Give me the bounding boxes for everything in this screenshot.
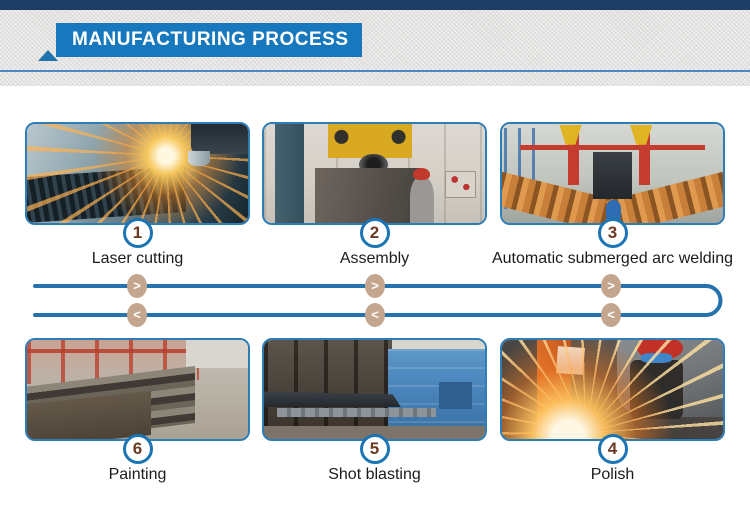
flux-hopper-right (630, 124, 653, 145)
step-label: Painting (108, 466, 167, 483)
step-cell-assembly: 2 Assembly (262, 122, 487, 267)
red-roof-beam (27, 348, 200, 353)
header-texture-band (0, 10, 750, 86)
step-number-badge: 3 (597, 218, 628, 248)
flux-hopper-left (559, 124, 582, 145)
step-label: Automatic submerged arc welding (491, 250, 733, 267)
step-label: Shot blasting (328, 466, 421, 483)
warehouse-background (264, 340, 393, 439)
forward-arrow-icon: > (127, 274, 147, 298)
step-cell-laser-cutting: 1 Laser cutting (25, 122, 250, 267)
step-cell-painting: 6 Painting (25, 338, 250, 483)
step-number-badge: 6 (122, 434, 153, 464)
worker-figure (605, 200, 622, 220)
red-gantry-beam (519, 144, 706, 150)
shot-blasting-photo (262, 338, 487, 441)
red-column-left (568, 127, 580, 186)
step-label: Laser cutting (91, 250, 184, 267)
factory-floor (264, 426, 485, 439)
steel-plate (314, 167, 421, 223)
forward-arrow-icon: > (365, 274, 385, 298)
flow-line (33, 284, 723, 317)
worker-helmet (413, 167, 430, 181)
painting-photo (25, 338, 250, 441)
flow-path (33, 284, 723, 317)
header-divider-line (0, 70, 750, 72)
step-number-badge: 5 (359, 434, 390, 464)
roller-conveyor (277, 408, 437, 418)
arc-welding-photo (500, 122, 725, 225)
process-flow-loop: > > > < < < (0, 270, 750, 330)
backward-arrow-icon: < (127, 303, 147, 327)
roof-strip (392, 340, 485, 352)
step-number-badge: 1 (122, 218, 153, 248)
control-box (445, 170, 476, 199)
assembly-photo (262, 122, 487, 225)
step-number-badge: 4 (597, 434, 628, 464)
grinding-glow (502, 340, 723, 439)
steel-column (275, 124, 304, 223)
laser-nozzle (188, 150, 211, 166)
laser-head (190, 124, 248, 154)
step-cell-arc-welding: 3 Automatic submerged arc welding (492, 122, 733, 267)
roof-light-area (186, 340, 248, 368)
step-label: Polish (590, 466, 635, 483)
backward-arrow-icon: < (365, 303, 385, 327)
laser-cutting-photo (25, 122, 250, 225)
polish-photo (500, 338, 725, 441)
forward-arrow-icon: > (601, 274, 621, 298)
backward-arrow-icon: < (601, 303, 621, 327)
yellow-clamp (328, 124, 413, 158)
step-cell-polish: 4 Polish (500, 338, 725, 483)
steel-beam (264, 391, 402, 408)
red-column-right (639, 127, 651, 186)
triangle-marker-icon (38, 50, 58, 61)
step-number-badge: 2 (359, 218, 390, 248)
welding-machine (592, 151, 633, 200)
worker-body (409, 176, 435, 223)
page-title: MANUFACTURING PROCESS (56, 23, 362, 57)
machine-panel (438, 381, 472, 410)
top-navy-bar (0, 0, 750, 10)
step-cell-shot-blasting: 5 Shot blasting (262, 338, 487, 483)
step-label: Assembly (339, 250, 410, 267)
